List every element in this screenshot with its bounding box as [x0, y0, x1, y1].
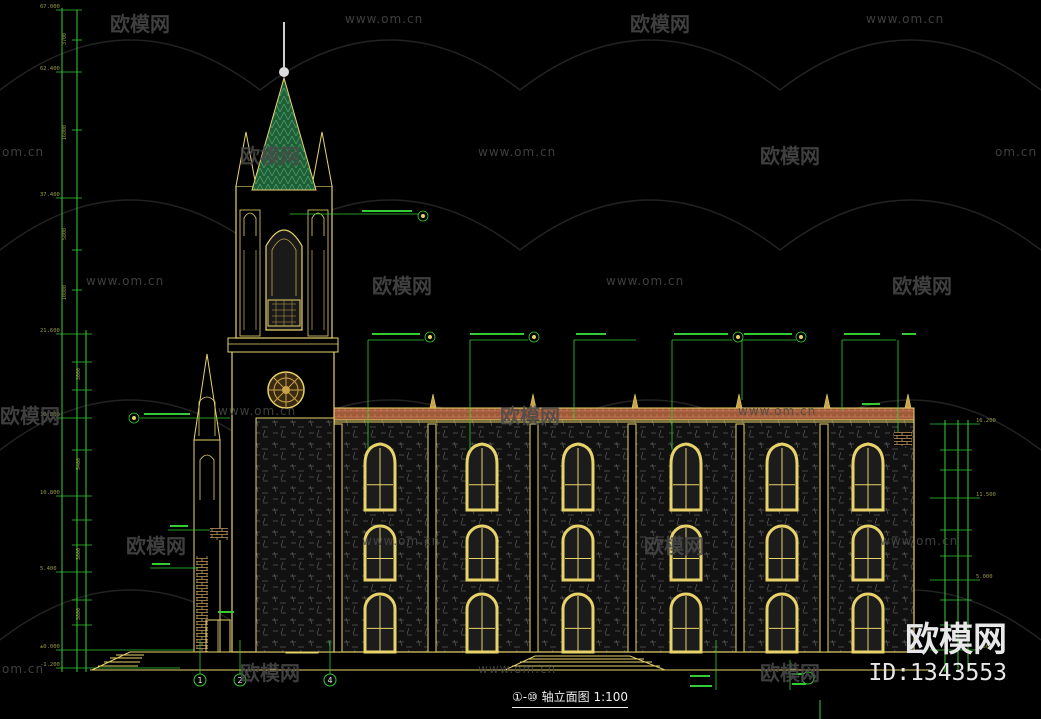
axis-bubble-10	[801, 671, 815, 685]
nave-windows	[285, 442, 885, 654]
window-mullion	[769, 528, 795, 580]
window-mullion	[855, 448, 881, 510]
elevation-label: 11.500	[976, 492, 996, 498]
elevation-label: 67.000	[40, 4, 60, 10]
elevation-label: -1.200	[40, 662, 60, 668]
window-mullion	[769, 596, 795, 652]
nave-cornice	[333, 407, 915, 421]
elevation-label: 5.400	[40, 566, 57, 572]
window-mullion	[565, 448, 591, 510]
window-mullion	[469, 448, 495, 510]
svg-text:3700: 3700	[62, 33, 68, 45]
watermark-logo: 欧模网	[760, 144, 820, 168]
watermark-logo: 欧模网	[110, 12, 170, 36]
watermark-logo: 欧模网	[760, 661, 820, 685]
id-label: ID:1343553	[868, 660, 1007, 686]
window-mullion	[469, 596, 495, 652]
axis-markers: 1 2 4	[193, 640, 821, 719]
right-brick-corner	[894, 432, 912, 446]
elevation-label: 10.800	[40, 490, 60, 496]
watermark-logo: 欧模网	[240, 661, 300, 685]
left-elevation-labels: 67.000 62.400 37.400 21.600 16.800 10.80…	[40, 4, 60, 668]
svg-text:3000: 3000	[76, 368, 82, 380]
window-mullion	[673, 596, 699, 652]
watermark-url: www.om.cn	[478, 662, 557, 676]
annotation-dots	[132, 214, 803, 420]
left-dimension-numbers: 3700 16800 5800 10800 3000 5400 3800 380…	[62, 33, 82, 620]
elevation-label: 62.400	[40, 66, 60, 72]
window-mullion	[367, 596, 393, 652]
watermark-url: www.om.cn	[606, 274, 685, 288]
drawing-title: ①-⑩ 轴立面图 1:100	[512, 688, 629, 708]
watermark-logo: 欧模网	[240, 144, 300, 168]
window-mullion	[769, 448, 795, 510]
watermark-logo: 欧模网	[0, 404, 60, 428]
axis-bubble-2	[233, 673, 247, 687]
watermark-logo: 欧模网	[372, 274, 432, 298]
axis-bubble-1	[193, 673, 207, 687]
elevation-label: ±0.000	[40, 644, 60, 650]
window-mullion	[855, 528, 881, 580]
parapet-finials	[429, 393, 912, 409]
watermark-url: www.om.cn	[345, 12, 424, 26]
elevation-label: 16.200	[976, 418, 996, 424]
axis-label: 4	[327, 676, 332, 685]
window-mullion	[367, 528, 393, 580]
watermark-url: www.om.cn	[866, 12, 945, 26]
window-mullion	[565, 596, 591, 652]
svg-text:16800: 16800	[62, 125, 68, 140]
svg-text:5400: 5400	[76, 458, 82, 470]
watermark-url: om.cn	[2, 662, 45, 676]
watermark-url: www.om.cn	[738, 404, 817, 418]
watermark-url: om.cn	[2, 145, 45, 159]
watermark-url: www.om.cn	[880, 534, 959, 548]
left-dimension-lines	[56, 8, 200, 672]
annotation-text-marks	[144, 210, 916, 687]
watermark-logo: 欧模网	[892, 274, 952, 298]
right-dimension-lines	[930, 420, 980, 672]
elevation-label: 37.400	[40, 192, 60, 198]
elevation-label: 21.600	[40, 328, 60, 334]
watermark-url: www.om.cn	[478, 145, 557, 159]
watermark-url: www.om.cn	[218, 404, 297, 418]
watermark-logo: 欧模网	[500, 404, 560, 428]
watermark-logo: 欧模网	[126, 534, 186, 558]
svg-text:3800: 3800	[76, 608, 82, 620]
axis-bubble-4	[323, 673, 337, 687]
window-mullion	[469, 528, 495, 580]
svg-text:10800: 10800	[62, 285, 68, 300]
annotation-leaders	[128, 210, 899, 690]
title-underline	[512, 707, 629, 708]
window-mullion	[565, 528, 591, 580]
brand-logo: 欧模网	[905, 620, 1007, 660]
west-side-tower	[193, 353, 231, 653]
window-mullion	[673, 528, 699, 580]
axis-label: 2	[237, 676, 242, 685]
window-mullion	[855, 596, 881, 652]
axis-label: 1	[197, 676, 202, 685]
elevation-label: 5.000	[976, 574, 993, 580]
rose-window	[267, 371, 305, 409]
green-spire	[251, 76, 317, 191]
window-mullion	[673, 448, 699, 510]
watermark-url: www.om.cn	[86, 274, 165, 288]
bell-tower	[227, 22, 339, 653]
right-elevation-labels: 16.200 11.500 5.000 0.500	[976, 418, 996, 650]
watermark-logo: 欧模网	[644, 534, 704, 558]
window-mullion	[367, 448, 393, 510]
elevation-label: 0.500	[976, 644, 993, 650]
watermark-logo: 欧模网	[630, 12, 690, 36]
watermark-url: om.cn	[995, 145, 1038, 159]
watermark-url: www.om.cn	[362, 534, 441, 548]
svg-text:3800: 3800	[76, 548, 82, 560]
drawing-title-text: ①-⑩ 轴立面图 1:100	[512, 690, 629, 704]
elevation-label: 16.800	[40, 412, 60, 418]
svg-text:5800: 5800	[62, 228, 68, 240]
